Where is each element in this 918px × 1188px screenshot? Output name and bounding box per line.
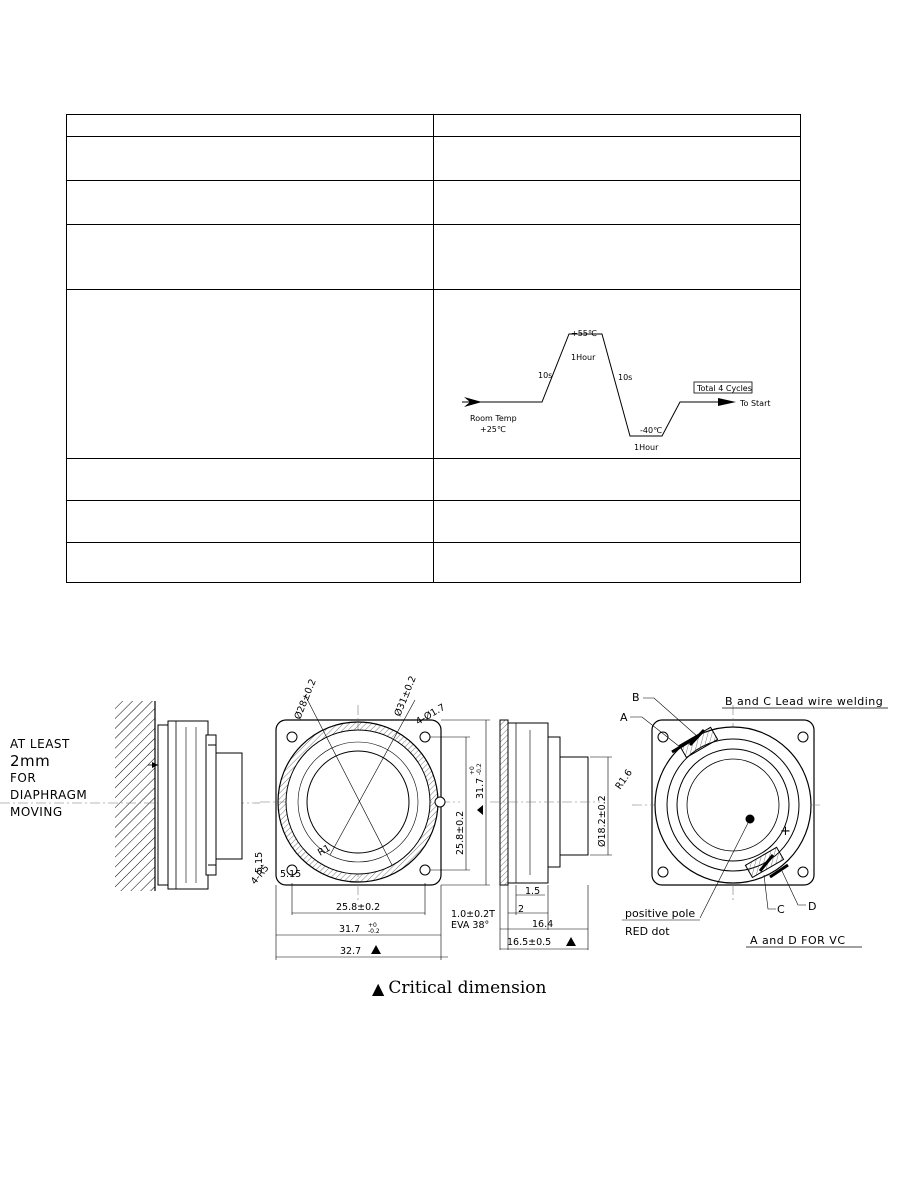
wall-hatch xyxy=(115,701,155,891)
table-cell xyxy=(66,224,434,290)
label-a: A xyxy=(620,711,628,724)
dim-r1: R1 xyxy=(316,843,332,859)
table-cell xyxy=(66,458,434,501)
table-cell xyxy=(433,180,801,225)
table-cell xyxy=(433,224,801,290)
spec-table: Room Temp +25℃ +55℃ 1Hour 10s 10s -40℃ 1… xyxy=(66,114,801,583)
table-cell xyxy=(433,114,801,137)
dim-eva-thickness: 1.0±0.2T xyxy=(451,909,495,920)
dim-d182: Ø18.2±0.2 xyxy=(597,795,608,847)
dim-515-h: 5.15 xyxy=(280,869,301,880)
cold-time: 1Hour xyxy=(634,443,659,452)
cycles-label: Total 4 Cycles xyxy=(696,384,752,393)
table-cell xyxy=(66,542,434,583)
table-cell xyxy=(66,114,434,137)
table-cell xyxy=(433,458,801,501)
end-label: To Start xyxy=(739,399,771,408)
thermal-cycle-cell: Room Temp +25℃ +55℃ 1Hour 10s 10s -40℃ 1… xyxy=(433,289,801,459)
plus-sign: + xyxy=(780,824,791,839)
end-arrow-icon xyxy=(718,398,736,406)
critical-triangle-icon xyxy=(477,805,483,815)
table-row xyxy=(66,136,801,181)
side-view-wall: AT LEAST 2mm FOR DIAPHRAGM MOVING xyxy=(0,701,260,891)
positive-pole-label: positive pole xyxy=(625,907,695,920)
table-cell xyxy=(433,500,801,543)
dim-164: 16.4 xyxy=(532,919,553,930)
table-row xyxy=(66,542,801,583)
table-cell xyxy=(433,542,801,583)
dim-15: 1.5 xyxy=(525,886,540,897)
table-row xyxy=(66,224,801,290)
wall-note-line-3: FOR xyxy=(10,771,36,785)
dim-258-v: 25.8±0.2 xyxy=(455,811,466,855)
dim-165: 16.5±0.5 xyxy=(507,937,551,948)
dim-515-v: 5.15 xyxy=(254,852,265,873)
dim-258-h: 25.8±0.2 xyxy=(336,902,380,913)
table-cell xyxy=(66,180,434,225)
dim-317-h: 31.7 xyxy=(339,924,360,935)
critical-triangle-icon xyxy=(371,945,381,954)
wall-note-line-5: MOVING xyxy=(10,805,63,819)
side-profile-view: Ø18.2±0.2 1.5 2 16.4 16.5±0.5 1.0±0.2T E… xyxy=(451,719,612,950)
front-view: Ø28±0.2 Ø31±0.2 4-Ø1.7 R1 4-R5 5.15 5.15… xyxy=(249,674,490,960)
dim-317-v: 31.7 xyxy=(475,778,486,799)
table-row xyxy=(66,500,801,543)
mechanical-drawing: AT LEAST 2mm FOR DIAPHRAGM MOVING Ø28±0.… xyxy=(0,674,888,960)
wall-note-line-2: 2mm xyxy=(10,752,50,770)
dim-r16: R1.6 xyxy=(613,768,634,792)
dim-317-h-tol-minus: -0.2 xyxy=(368,928,380,935)
label-c: C xyxy=(777,903,785,916)
ramp-up-label: 10s xyxy=(538,371,552,380)
start-label: Room Temp xyxy=(470,414,517,423)
legend-text: Critical dimension xyxy=(388,978,547,998)
cold-temp: -40℃ xyxy=(640,426,662,435)
rear-view: + R1.6 B A B and C Lead wire welding C D… xyxy=(613,691,888,948)
table-cell xyxy=(66,500,434,543)
dim-317-v-tol-plus: +0 xyxy=(469,766,476,775)
start-temp: +25℃ xyxy=(480,425,506,434)
dim-327: 32.7 xyxy=(340,946,361,957)
table-row xyxy=(66,458,801,501)
critical-dimension-legend: ▲ Critical dimension xyxy=(372,978,546,998)
dim-317-h-tol-plus: +0 xyxy=(368,922,377,929)
ad-vc-label: A and D FOR VC xyxy=(750,934,846,947)
dim-2: 2 xyxy=(518,904,524,915)
critical-triangle-icon xyxy=(566,937,576,946)
table-row xyxy=(66,114,801,137)
red-dot-label: RED dot xyxy=(625,925,670,938)
table-cell xyxy=(66,289,434,459)
dim-d31: Ø31±0.2 xyxy=(393,674,419,718)
hot-time: 1Hour xyxy=(571,353,596,362)
wall-note-line-4: DIAPHRAGM xyxy=(10,788,87,802)
critical-triangle-icon: ▲ xyxy=(372,978,385,998)
label-d: D xyxy=(808,900,816,913)
dim-317-v-tol-minus: -0.2 xyxy=(476,763,483,775)
start-arrow-icon xyxy=(464,397,482,407)
dim-eva-material: EVA 38° xyxy=(451,920,489,931)
table-row: Room Temp +25℃ +55℃ 1Hour 10s 10s -40℃ 1… xyxy=(66,289,801,459)
hot-temp: +55℃ xyxy=(571,329,597,338)
wall-note-line-1: AT LEAST xyxy=(10,737,70,751)
red-dot-marker xyxy=(745,814,755,824)
thermal-cycle-diagram: Room Temp +25℃ +55℃ 1Hour 10s 10s -40℃ 1… xyxy=(434,290,800,458)
label-b: B xyxy=(632,691,640,704)
bc-weld-label: B and C Lead wire welding xyxy=(725,695,883,708)
thermal-cycle-svg: Room Temp +25℃ +55℃ 1Hour 10s 10s -40℃ 1… xyxy=(462,329,771,452)
table-cell xyxy=(433,136,801,181)
ramp-down-label: 10s xyxy=(618,373,632,382)
table-cell xyxy=(66,136,434,181)
table-row xyxy=(66,180,801,225)
